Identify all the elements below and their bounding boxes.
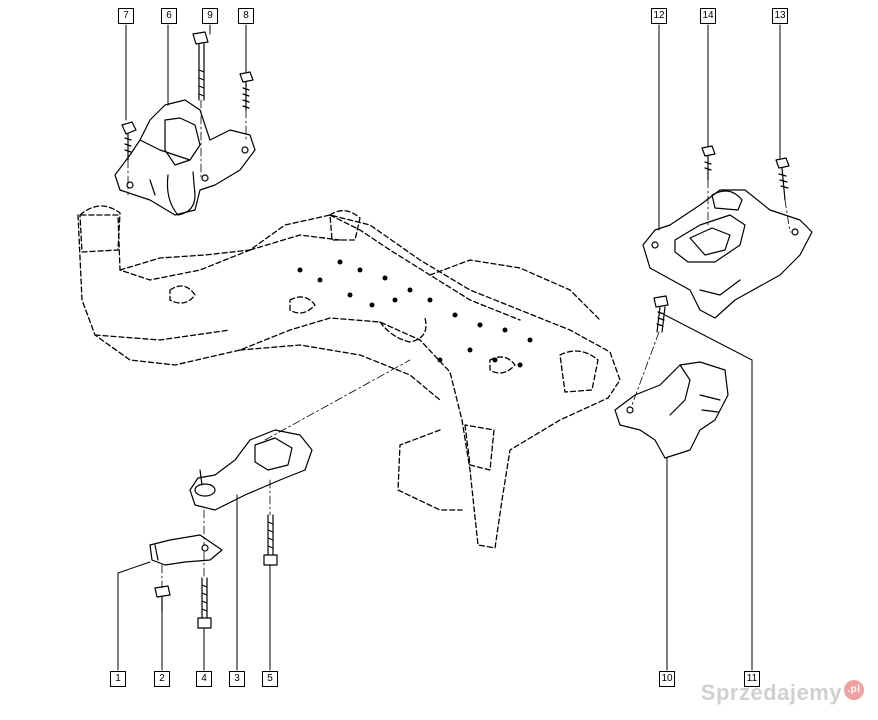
bolt-8 [239,71,254,111]
callout-4: 4 [196,671,212,687]
gearbox-mount-upper-right [642,189,813,319]
bolt-2 [154,585,171,613]
front-subframe [77,205,621,549]
callout-12: 12 [651,8,667,24]
callout-11: 11 [744,671,760,687]
callout-8: 8 [238,8,254,24]
bolt-14 [701,145,716,181]
bolt-11 [653,295,669,333]
bracket-right [614,361,729,459]
bolt-4 [197,577,212,629]
callout-9: 9 [202,8,218,24]
watermark-logo: Sprzedajemy.pl [701,680,864,706]
bolt-9 [192,31,209,101]
callout-1: 1 [110,671,126,687]
torque-rod-lower [189,429,313,511]
bolt-13 [775,157,790,201]
callout-14: 14 [700,8,716,24]
subframe-holes [297,259,533,368]
callout-6: 6 [161,8,177,24]
watermark-badge: .pl [844,680,864,700]
alignment-lines [127,99,791,589]
watermark-text: Sprzedajemy [700,680,842,705]
callout-2: 2 [154,671,170,687]
callout-13: 13 [772,8,788,24]
callout-7: 7 [118,8,134,24]
bracket-plate-lower [149,534,223,566]
bolt-5 [263,514,278,566]
callout-3: 3 [229,671,245,687]
engine-mount-upper-left [114,99,256,216]
callout-10: 10 [659,671,675,687]
callout-5: 5 [262,671,278,687]
bolt-7 [121,121,137,161]
leader-lines [117,24,781,671]
